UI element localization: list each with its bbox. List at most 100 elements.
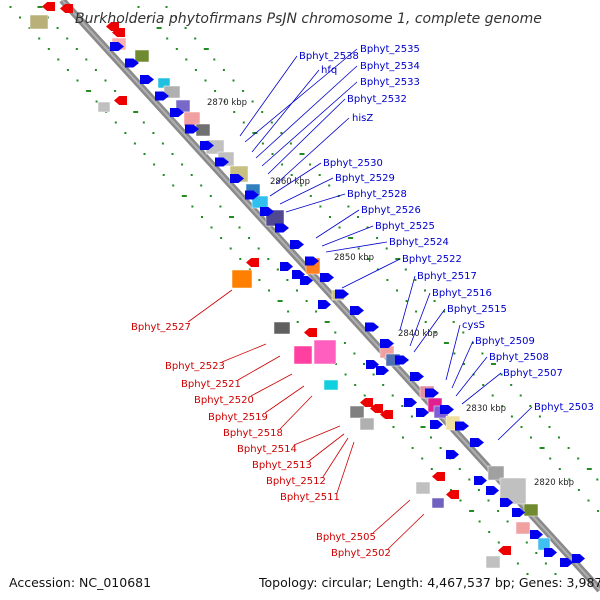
reverse-leader-line xyxy=(308,433,345,462)
reverse-gene-arrow xyxy=(380,410,393,419)
gc-dot xyxy=(549,457,552,460)
gc-dot xyxy=(535,552,538,554)
gene-label-bphyt-2535[interactable]: Bphyt_2535 xyxy=(360,44,420,55)
reverse-gene-arrow xyxy=(246,258,259,267)
gene-label-bphyt-2502[interactable]: Bphyt_2502 xyxy=(331,548,391,559)
forward-gene-arrow xyxy=(110,42,124,51)
gene-label-bphyt-2505[interactable]: Bphyt_2505 xyxy=(316,532,376,543)
reverse-leader-line xyxy=(250,373,293,397)
gc-dot xyxy=(232,79,235,82)
gc-dot xyxy=(452,321,455,323)
forward-gene-arrow xyxy=(140,75,154,84)
gene-label-bphyt-2511[interactable]: Bphyt_2511 xyxy=(280,492,340,503)
forward-leader-line xyxy=(261,81,358,167)
gene-label-bphyt-2533[interactable]: Bphyt_2533 xyxy=(360,77,420,88)
gc-dot xyxy=(526,573,529,575)
gc-dot xyxy=(424,289,426,292)
forward-gene-arrow xyxy=(300,276,313,285)
kbp-label-2850: 2850 kbp xyxy=(334,253,374,263)
gc-dot xyxy=(162,174,165,176)
gc-dot xyxy=(219,205,222,208)
gc-dot xyxy=(181,195,187,197)
gc-dot xyxy=(233,111,236,113)
gene-label-bphyt-2516[interactable]: Bphyt_2516 xyxy=(432,288,492,299)
gc-dot xyxy=(153,163,156,166)
gene-label-bphyt-2507[interactable]: Bphyt_2507 xyxy=(503,368,563,379)
forward-leader-line xyxy=(269,162,322,197)
gc-dot xyxy=(209,195,212,197)
gene-label-bphyt-2503[interactable]: Bphyt_2503 xyxy=(534,402,594,413)
gc-dot xyxy=(568,478,571,481)
gene-label-bphyt-2525[interactable]: Bphyt_2525 xyxy=(375,221,435,232)
gc-dot xyxy=(443,310,446,313)
gc-dot xyxy=(318,174,321,176)
reverse-gene-arrow xyxy=(446,490,459,499)
gc-dot xyxy=(204,79,207,82)
gene-label-cyss[interactable]: cysS xyxy=(462,320,485,331)
gene-label-bphyt-2517[interactable]: Bphyt_2517 xyxy=(417,271,477,282)
forward-gene-arrow xyxy=(512,508,525,517)
gc-dot xyxy=(554,573,557,575)
gc-dot xyxy=(487,499,490,502)
gene-label-bphyt-2509[interactable]: Bphyt_2509 xyxy=(475,336,535,347)
forward-leader-line xyxy=(279,177,334,205)
gc-dot xyxy=(220,237,223,239)
gene-label-bphyt-2508[interactable]: Bphyt_2508 xyxy=(489,352,549,363)
gc-dot xyxy=(506,520,509,523)
gc-dot xyxy=(156,27,162,29)
reverse-gene-arrow xyxy=(360,398,373,407)
gc-dot xyxy=(142,121,145,124)
gc-dot xyxy=(28,27,31,29)
gc-dot xyxy=(516,562,519,565)
forward-leader-line xyxy=(267,98,346,175)
gene-label-bphyt-2534[interactable]: Bphyt_2534 xyxy=(360,61,420,72)
forward-gene-arrow xyxy=(275,223,289,233)
gene-label-bphyt-2527[interactable]: Bphyt_2527 xyxy=(131,322,191,333)
gene-label-bphyt-2526[interactable]: Bphyt_2526 xyxy=(361,205,421,216)
gene-label-bphyt-2522[interactable]: Bphyt_2522 xyxy=(402,254,462,265)
gene-label-bphyt-2519[interactable]: Bphyt_2519 xyxy=(208,412,268,423)
reverse-gene-arrow xyxy=(498,546,511,555)
forward-gene-arrow xyxy=(425,388,439,398)
kbp-label-2840: 2840 kbp xyxy=(398,329,438,339)
gc-dot xyxy=(596,478,599,481)
gc-dot xyxy=(181,163,184,166)
gc-dot xyxy=(76,79,79,82)
gc-dot xyxy=(114,121,117,124)
gc-dot xyxy=(324,321,330,323)
forward-gene-arrow xyxy=(446,450,459,459)
gene-label-bphyt-2513[interactable]: Bphyt_2513 xyxy=(252,460,312,471)
gene-label-hisz[interactable]: hisZ xyxy=(352,113,373,124)
gene-label-hfq[interactable]: hfq xyxy=(321,65,337,76)
gc-dot xyxy=(449,489,452,491)
gc-dot xyxy=(184,27,187,29)
gc-dot xyxy=(382,384,385,386)
forward-leader-line xyxy=(455,356,488,397)
gc-dot xyxy=(491,363,496,365)
feature-block xyxy=(359,417,375,431)
gene-label-bphyt-2524[interactable]: Bphyt_2524 xyxy=(389,237,449,248)
gene-label-bphyt-2528[interactable]: Bphyt_2528 xyxy=(347,189,407,200)
gc-dot xyxy=(367,258,370,260)
gc-dot xyxy=(587,499,590,502)
gc-dot xyxy=(430,468,433,470)
map-title: Burkholderia phytofirmans PsJN chromosom… xyxy=(75,11,542,27)
gene-label-bphyt-2532[interactable]: Bphyt_2532 xyxy=(347,94,407,105)
gc-dot xyxy=(519,394,522,397)
gc-dot xyxy=(376,237,379,239)
gene-label-bphyt-2521[interactable]: Bphyt_2521 xyxy=(181,379,241,390)
gc-dot xyxy=(376,268,379,271)
gene-label-bphyt-2518[interactable]: Bphyt_2518 xyxy=(223,428,283,439)
gene-label-bphyt-2520[interactable]: Bphyt_2520 xyxy=(194,395,254,406)
forward-leader-line xyxy=(275,117,350,185)
gene-label-bphyt-2512[interactable]: Bphyt_2512 xyxy=(266,476,326,487)
gene-label-bphyt-2515[interactable]: Bphyt_2515 xyxy=(447,304,507,315)
forward-gene-arrow xyxy=(245,190,259,200)
gc-dot xyxy=(19,16,21,19)
gene-label-bphyt-2523[interactable]: Bphyt_2523 xyxy=(165,361,225,372)
gene-label-bphyt-2514[interactable]: Bphyt_2514 xyxy=(237,444,297,455)
gene-label-bphyt-2530[interactable]: Bphyt_2530 xyxy=(323,158,383,169)
gene-label-bphyt-2529[interactable]: Bphyt_2529 xyxy=(335,173,395,184)
gene-label-bphyt-2538[interactable]: Bphyt_2538 xyxy=(299,51,359,62)
gc-dot xyxy=(372,373,375,376)
